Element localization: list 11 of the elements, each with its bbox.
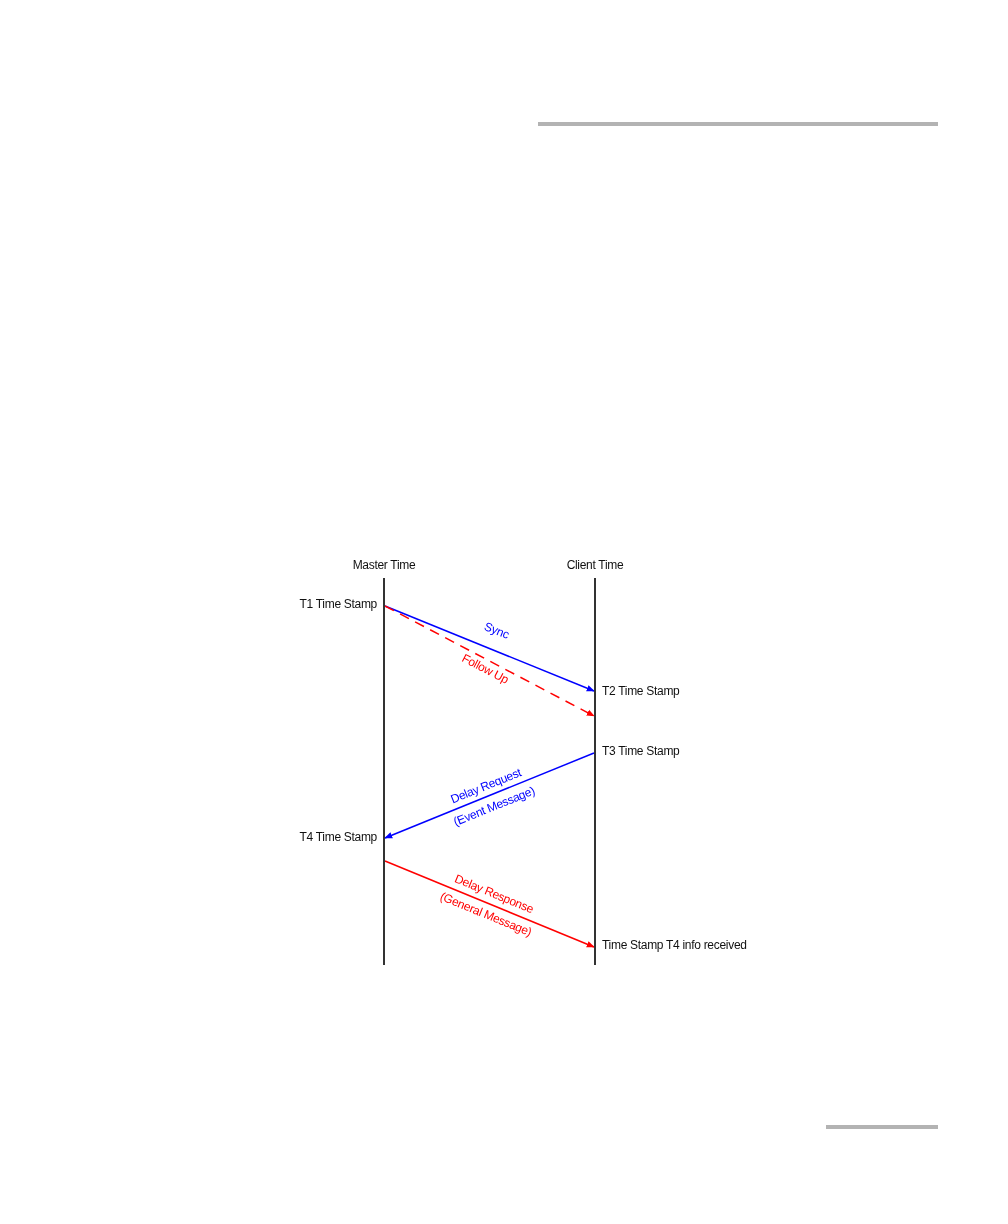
lifeline-heading: Client Time bbox=[566, 558, 624, 572]
timestamp-label: T2 Time Stamp bbox=[602, 684, 680, 698]
timestamp-label: Time Stamp T4 info received bbox=[602, 938, 747, 952]
timestamp-label: T1 Time Stamp bbox=[299, 597, 377, 611]
lifeline-heading: Master Time bbox=[352, 558, 416, 572]
message-arrow bbox=[384, 605, 595, 717]
timestamp-label: T4 Time Stamp bbox=[299, 830, 377, 844]
message-arrow bbox=[384, 752, 595, 839]
timestamp-label: T3 Time Stamp bbox=[602, 744, 680, 758]
edge-label: Sync bbox=[481, 618, 512, 645]
message-arrow bbox=[384, 860, 595, 948]
